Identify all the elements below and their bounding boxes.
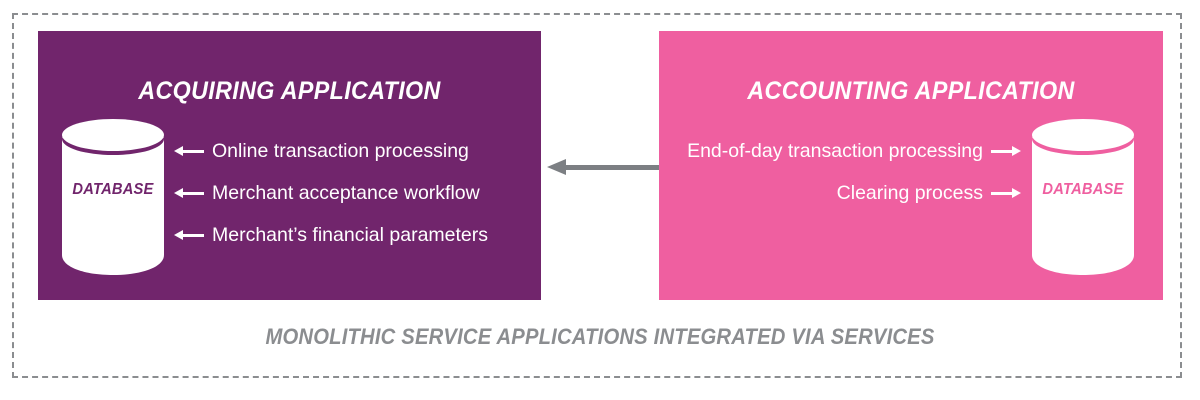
- list-item-label: End-of-day transaction processing: [687, 140, 983, 162]
- list-item[interactable]: Merchant’s financial parameters: [174, 223, 529, 248]
- database-cylinder-accounting: DATABASE: [1028, 115, 1138, 280]
- list-item-label: Clearing process: [836, 182, 983, 204]
- connector-arrow-left-icon: [547, 159, 659, 175]
- list-item[interactable]: Online transaction processing: [174, 139, 529, 164]
- item-list-accounting: End-of-day transaction processing Cleari…: [669, 139, 1021, 206]
- list-item-label: Merchant acceptance workflow: [212, 182, 480, 204]
- database-label-accounting: DATABASE: [1042, 181, 1124, 198]
- dashed-outer-frame: [12, 13, 1182, 378]
- diagram-caption: MONOLITHIC SERVICE APPLICATIONS INTEGRAT…: [265, 324, 935, 349]
- item-list-acquiring: Online transaction processing Merchant a…: [174, 139, 529, 248]
- panel-acquiring-application[interactable]: ACQUIRING APPLICATION DATABASE Online tr…: [38, 31, 541, 300]
- list-item[interactable]: End-of-day transaction processing: [669, 139, 1021, 164]
- list-item[interactable]: Merchant acceptance workflow: [174, 181, 529, 206]
- list-item-label: Merchant’s financial parameters: [212, 224, 489, 246]
- list-item[interactable]: Clearing process: [669, 181, 1021, 206]
- database-cylinder-acquiring: DATABASE: [58, 115, 168, 280]
- arrow-left-icon: [174, 226, 204, 246]
- database-cylinder-shape-icon: [62, 119, 164, 275]
- list-item-label: Online transaction processing: [212, 140, 469, 162]
- arrow-right-icon: [991, 184, 1021, 204]
- panel-title-acquiring: ACQUIRING APPLICATION: [138, 77, 441, 105]
- panel-title-accounting: ACCOUNTING APPLICATION: [747, 77, 1075, 105]
- panel-accounting-application[interactable]: ACCOUNTING APPLICATION DATABASE End-of-d…: [659, 31, 1163, 300]
- database-label-acquiring: DATABASE: [72, 181, 154, 198]
- arrow-left-icon: [174, 142, 204, 162]
- arrow-left-icon: [174, 184, 204, 204]
- arrow-right-icon: [991, 142, 1021, 162]
- database-cylinder-shape-icon: [1032, 119, 1134, 275]
